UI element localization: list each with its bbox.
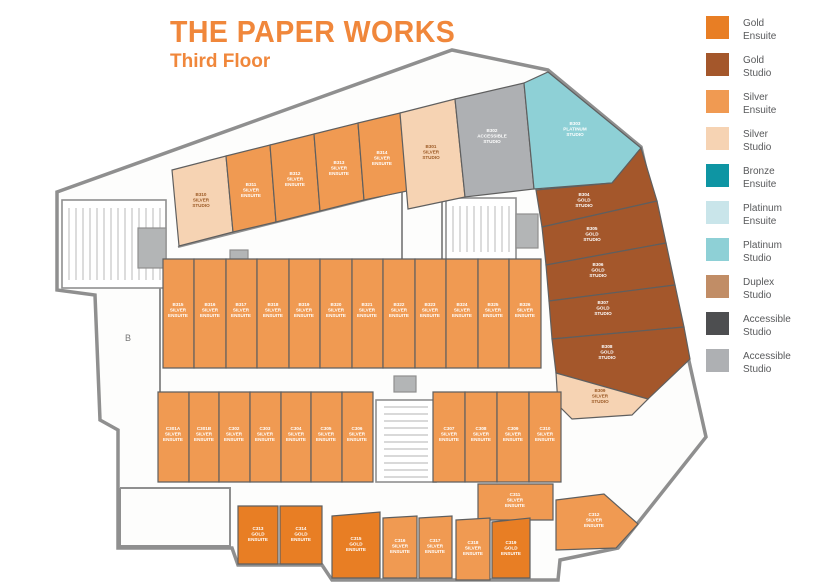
shaft-central — [393, 375, 417, 393]
room-C316 — [382, 515, 418, 579]
legend-swatch-silver_ensuite — [706, 90, 729, 113]
room-C315 — [331, 511, 381, 579]
room-C312 — [555, 493, 639, 551]
room-C314 — [279, 505, 323, 565]
lift-north — [515, 213, 539, 249]
legend-swatch-gold_studio — [706, 53, 729, 76]
room-C318 — [455, 517, 491, 581]
room-C311 — [477, 483, 554, 521]
page-subtitle: Third Floor — [170, 50, 271, 72]
legend-swatch-bronze_ensuite — [706, 164, 729, 187]
legend-swatch-accessible_studio_light — [706, 349, 729, 372]
page-title: THE PAPER WORKS — [170, 14, 456, 49]
room-C313 — [237, 505, 279, 565]
lift-west — [137, 227, 167, 269]
room-C319 — [491, 517, 531, 579]
legend-swatch-accessible_studio_dark — [706, 312, 729, 335]
room-C317 — [418, 515, 453, 579]
block-label: B — [125, 333, 131, 343]
internal-wall-4 — [119, 487, 231, 547]
room-C310 — [528, 391, 562, 483]
legend-swatch-silver_studio — [706, 127, 729, 150]
legend-swatch-platinum_ensuite — [706, 201, 729, 224]
header: THE PAPER WORKS Third Floor — [170, 14, 480, 72]
room-C306 — [341, 391, 374, 483]
legend-swatch-gold_ensuite — [706, 16, 729, 39]
legend-swatch-platinum_studio — [706, 238, 729, 261]
room-B326 — [508, 258, 542, 369]
legend-swatch-duplex_studio — [706, 275, 729, 298]
